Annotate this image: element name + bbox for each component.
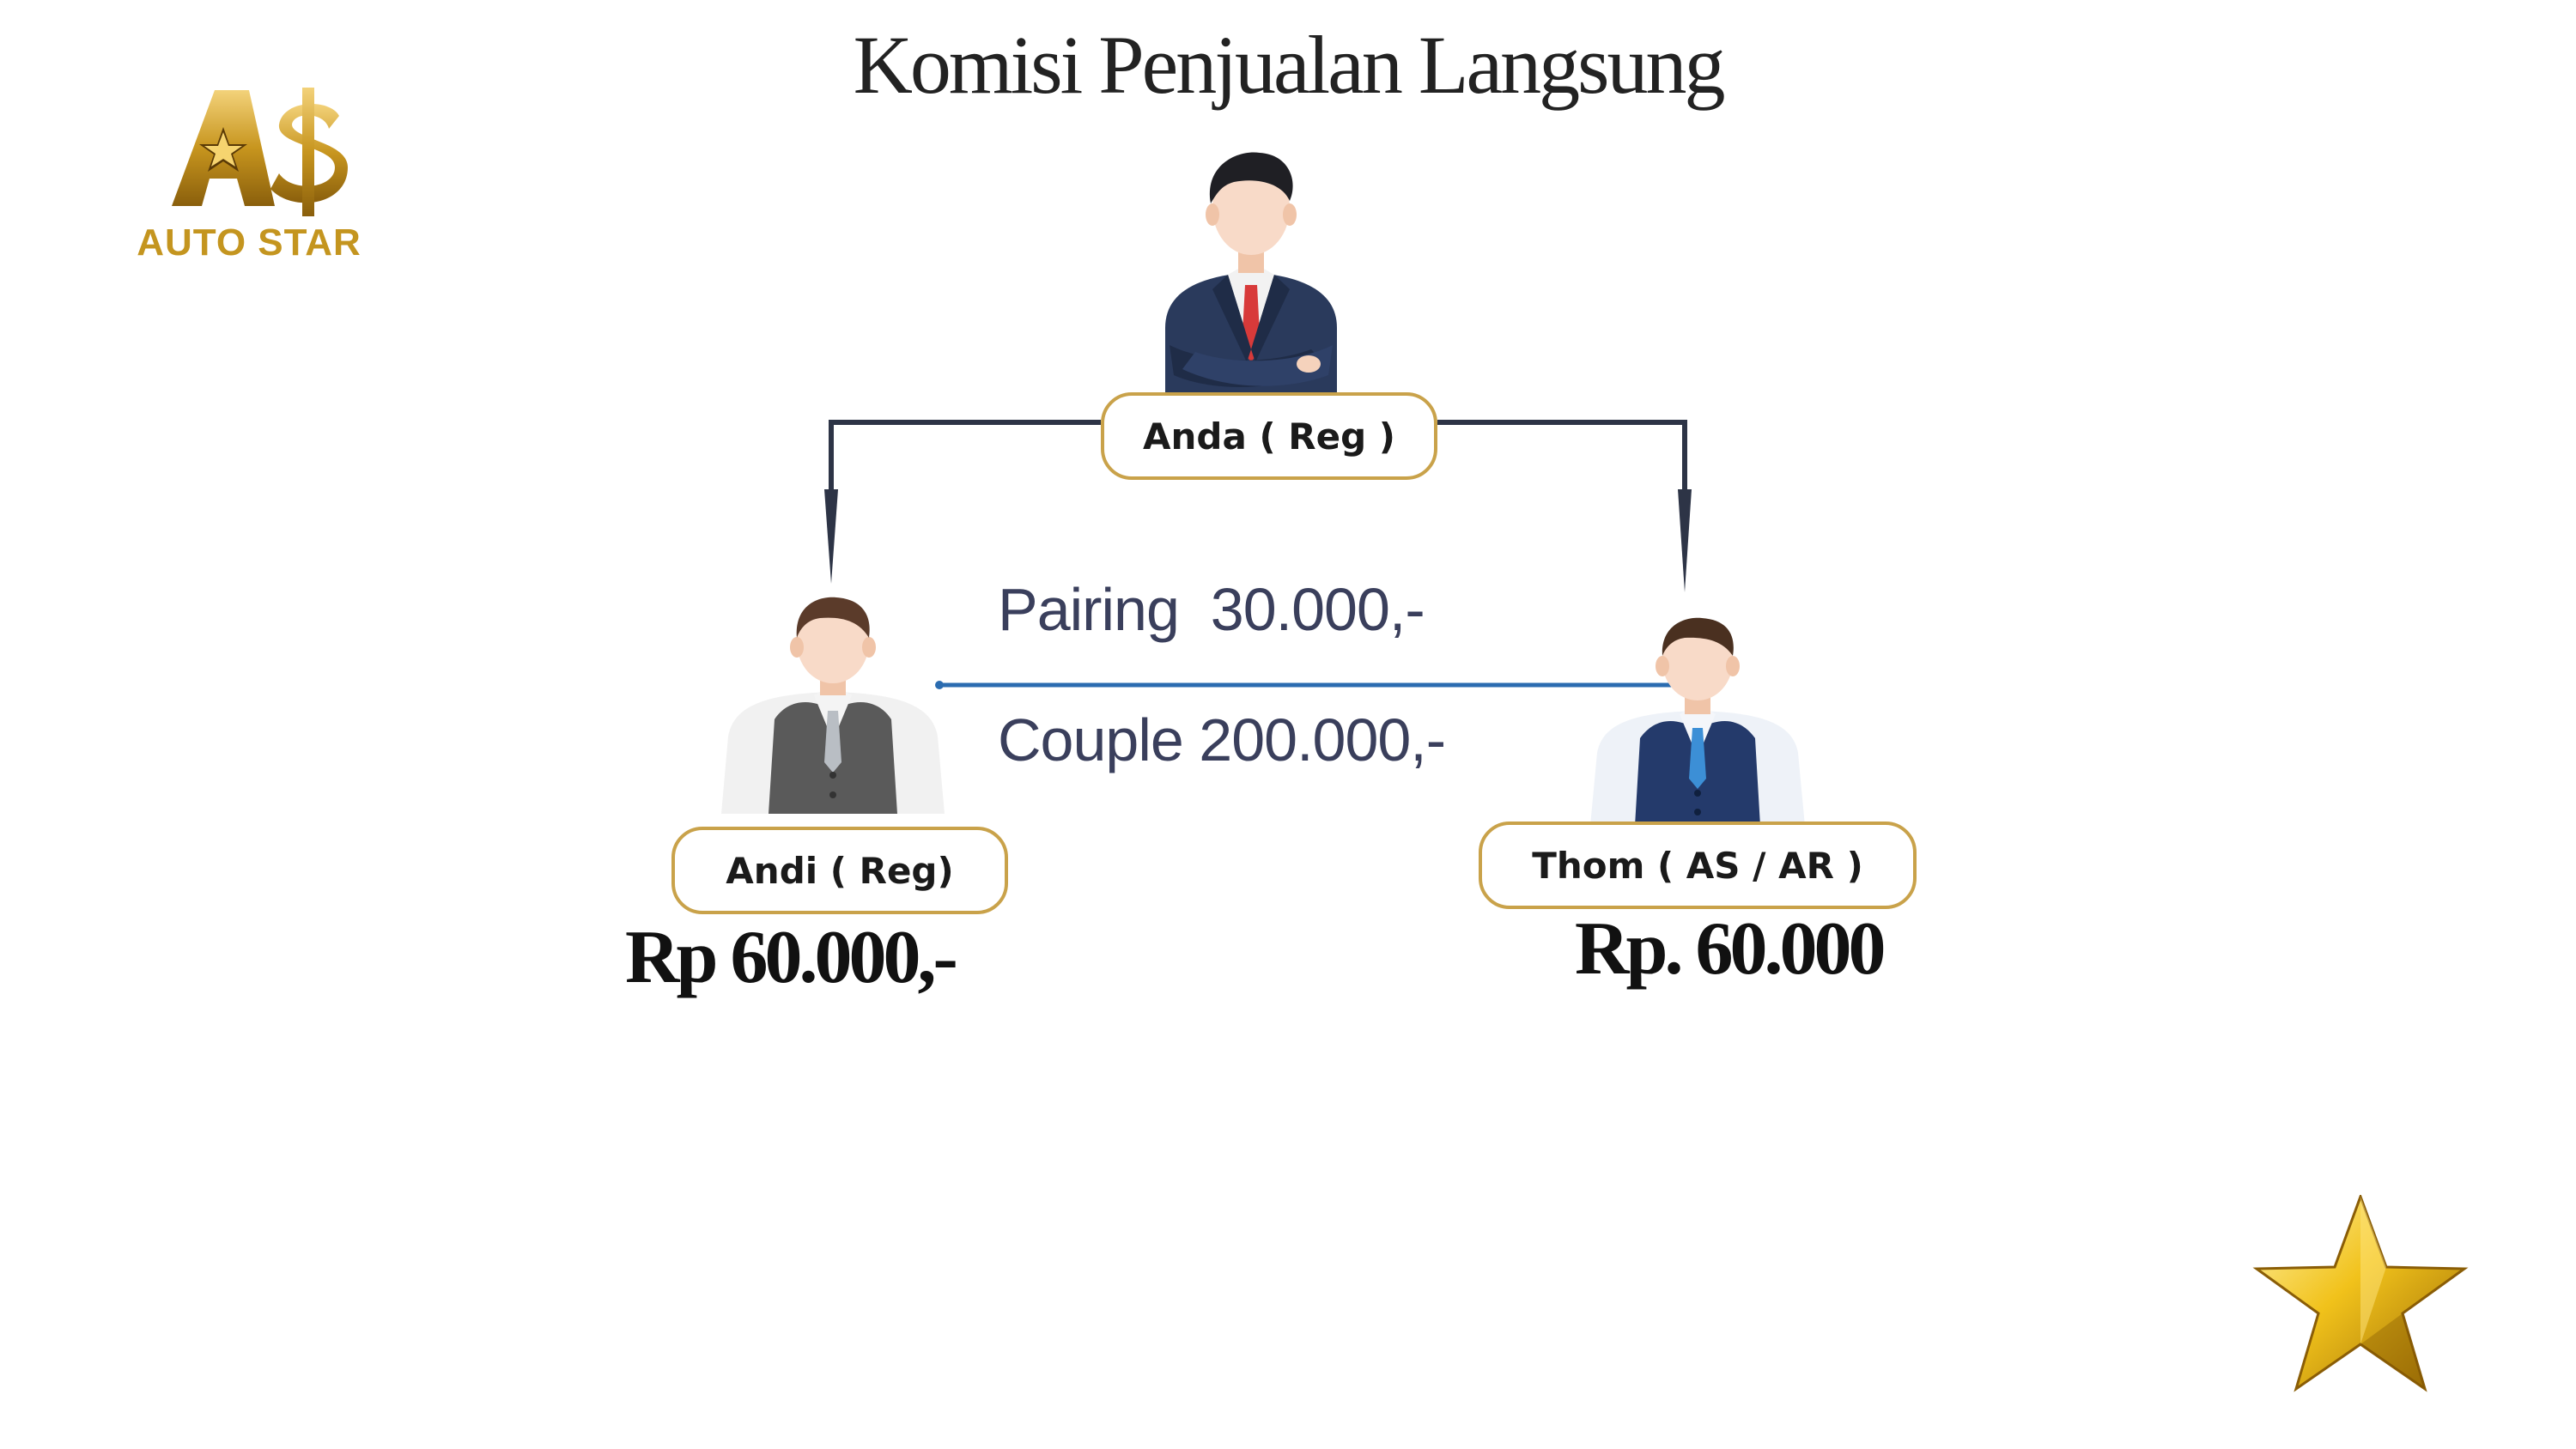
employee-icon	[721, 597, 945, 814]
page-title: Komisi Penjualan Langsung	[853, 19, 1726, 111]
pairing-bonus-text: Pairing 30.000,-	[998, 576, 1425, 643]
employee-icon	[1590, 617, 1805, 826]
gold-star-icon	[2252, 1195, 2469, 1392]
node-thom-label: Thom ( AS / AR )	[1479, 822, 1917, 909]
node-anda-label: Anda ( Reg )	[1101, 392, 1437, 480]
andi-commission-amount: Rp 60.000,-	[625, 916, 958, 999]
node-andi-label: Andi ( Reg)	[671, 827, 1008, 914]
auto-star-logo	[172, 88, 348, 216]
businessman-icon	[1165, 152, 1337, 397]
logo-text: AUTO STAR	[137, 221, 361, 264]
thom-commission-amount: Rp. 60.000	[1575, 907, 1886, 991]
couple-bonus-text: Couple 200.000,-	[998, 706, 1446, 773]
